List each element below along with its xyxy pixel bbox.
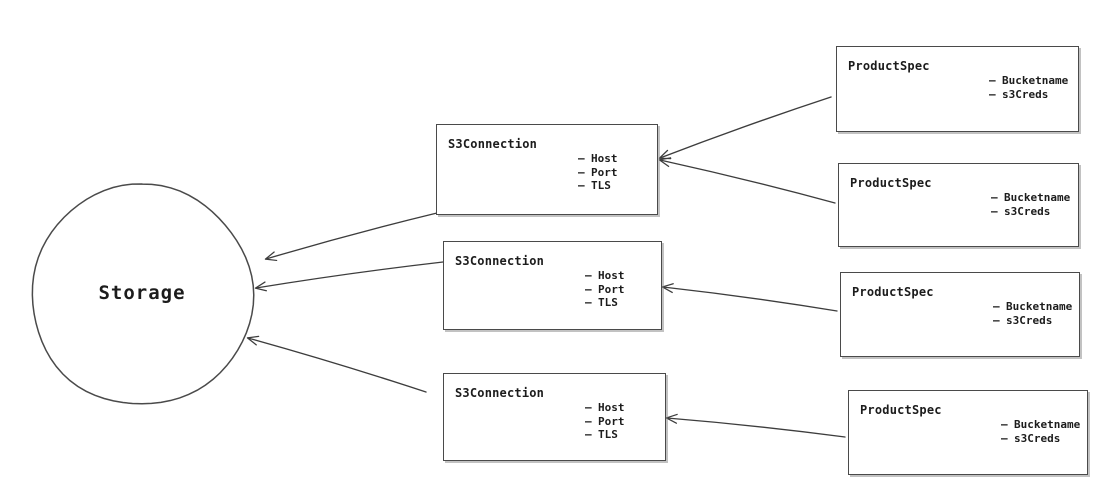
attribute-dash-icon: – bbox=[585, 282, 592, 296]
product-spec-title: ProductSpec bbox=[848, 59, 930, 73]
attribute-item: –TLS bbox=[578, 179, 618, 193]
product-spec-title: ProductSpec bbox=[852, 285, 934, 299]
attribute-label: s3Creds bbox=[1014, 431, 1061, 445]
s3-connection-title: S3Connection bbox=[455, 254, 545, 268]
s3-connection-attribute-list: –Host–Port–TLS bbox=[585, 401, 625, 442]
arrow-s3conn1-to-storage bbox=[264, 212, 438, 262]
attribute-dash-icon: – bbox=[989, 74, 996, 87]
attribute-label: Port bbox=[598, 414, 625, 428]
product-spec-box-3[interactable]: ProductSpec –Bucketname–s3Creds bbox=[840, 272, 1080, 357]
attribute-item: –TLS bbox=[585, 296, 625, 310]
attribute-item: –s3Creds bbox=[989, 88, 1068, 102]
attribute-item: –Port bbox=[578, 166, 618, 180]
attribute-item: –Host bbox=[585, 401, 625, 415]
s3-connection-title: S3Connection bbox=[455, 386, 545, 400]
attribute-label: Bucketname bbox=[1014, 418, 1081, 431]
product-spec-title: ProductSpec bbox=[860, 403, 942, 417]
storage-circle-label: Storage bbox=[98, 282, 186, 304]
s3-connection-attribute-list: –Host–Port–TLS bbox=[585, 269, 625, 310]
attribute-label: Host bbox=[598, 269, 625, 282]
attribute-dash-icon: – bbox=[993, 300, 1000, 313]
s3-connection-box-2[interactable]: S3Connection–Host–Port–TLS bbox=[443, 241, 662, 330]
attribute-dash-icon: – bbox=[585, 269, 592, 282]
s3-connection-title: S3Connection bbox=[448, 137, 538, 151]
attribute-item: –Host bbox=[585, 269, 625, 283]
arrow-productspec4-to-s3conn3 bbox=[665, 413, 846, 438]
attribute-dash-icon: – bbox=[578, 152, 585, 165]
attribute-dash-icon: – bbox=[585, 414, 592, 428]
attribute-label: TLS bbox=[598, 428, 618, 441]
attribute-label: Bucketname bbox=[1002, 74, 1069, 87]
attribute-label: s3Creds bbox=[1004, 204, 1051, 218]
arrow-s3conn3-to-storage bbox=[246, 335, 427, 393]
attribute-label: Host bbox=[591, 152, 618, 165]
attribute-label: TLS bbox=[598, 296, 618, 309]
attribute-label: Bucketname bbox=[1004, 191, 1071, 204]
s3-connection-attribute-list: –Host–Port–TLS bbox=[578, 152, 618, 193]
attribute-label: Bucketname bbox=[1006, 300, 1073, 313]
product-spec-box-1[interactable]: ProductSpec –Bucketname–s3Creds bbox=[836, 46, 1079, 132]
attribute-dash-icon: – bbox=[578, 179, 585, 192]
attribute-dash-icon: – bbox=[585, 401, 592, 414]
arrow-productspec2-to-s3conn1 bbox=[658, 157, 836, 204]
attribute-item: –TLS bbox=[585, 428, 625, 442]
attribute-dash-icon: – bbox=[991, 204, 998, 218]
arrow-s3conn2-to-storage bbox=[254, 261, 444, 292]
arrow-group bbox=[246, 96, 846, 438]
attribute-dash-icon: – bbox=[585, 428, 592, 441]
attribute-item: –s3Creds bbox=[1001, 432, 1080, 446]
product-spec-attribute-list: –Bucketname–s3Creds bbox=[989, 74, 1068, 101]
attribute-item: –Bucketname bbox=[993, 300, 1072, 314]
attribute-label: s3Creds bbox=[1006, 313, 1053, 327]
attribute-dash-icon: – bbox=[989, 87, 996, 101]
attribute-label: Port bbox=[598, 282, 625, 296]
attribute-label: Port bbox=[591, 165, 618, 179]
product-spec-attribute-list: –Bucketname–s3Creds bbox=[991, 191, 1070, 218]
product-spec-attribute-list: –Bucketname–s3Creds bbox=[1001, 418, 1080, 445]
s3-connection-box-1[interactable]: S3Connection–Host–Port–TLS bbox=[436, 124, 658, 215]
attribute-item: –Port bbox=[585, 415, 625, 429]
storage-circle bbox=[31, 183, 255, 405]
attribute-item: –s3Creds bbox=[993, 314, 1072, 328]
attribute-dash-icon: – bbox=[585, 296, 592, 309]
s3-connection-box-3[interactable]: S3Connection–Host–Port–TLS bbox=[443, 373, 666, 461]
attribute-dash-icon: – bbox=[991, 191, 998, 204]
storage-circle-outline bbox=[31, 183, 255, 405]
attribute-item: –Bucketname bbox=[989, 74, 1068, 88]
attribute-item: –Host bbox=[578, 152, 618, 166]
arrow-productspec1-to-s3conn1 bbox=[658, 96, 832, 160]
attribute-label: TLS bbox=[591, 179, 611, 192]
product-spec-box-2[interactable]: ProductSpec –Bucketname–s3Creds bbox=[838, 163, 1079, 247]
arrow-productspec3-to-s3conn2 bbox=[661, 283, 838, 312]
product-spec-attribute-list: –Bucketname–s3Creds bbox=[993, 300, 1072, 327]
attribute-dash-icon: – bbox=[993, 313, 1000, 327]
product-spec-title: ProductSpec bbox=[850, 176, 932, 190]
attribute-dash-icon: – bbox=[578, 165, 585, 179]
attribute-dash-icon: – bbox=[1001, 431, 1008, 445]
attribute-item: –Bucketname bbox=[1001, 418, 1080, 432]
attribute-label: s3Creds bbox=[1002, 87, 1049, 101]
attribute-item: –s3Creds bbox=[991, 205, 1070, 219]
attribute-item: –Port bbox=[585, 283, 625, 297]
product-spec-box-4[interactable]: ProductSpec –Bucketname–s3Creds bbox=[848, 390, 1088, 475]
attribute-label: Host bbox=[598, 401, 625, 414]
attribute-dash-icon: – bbox=[1001, 418, 1008, 431]
attribute-item: –Bucketname bbox=[991, 191, 1070, 205]
